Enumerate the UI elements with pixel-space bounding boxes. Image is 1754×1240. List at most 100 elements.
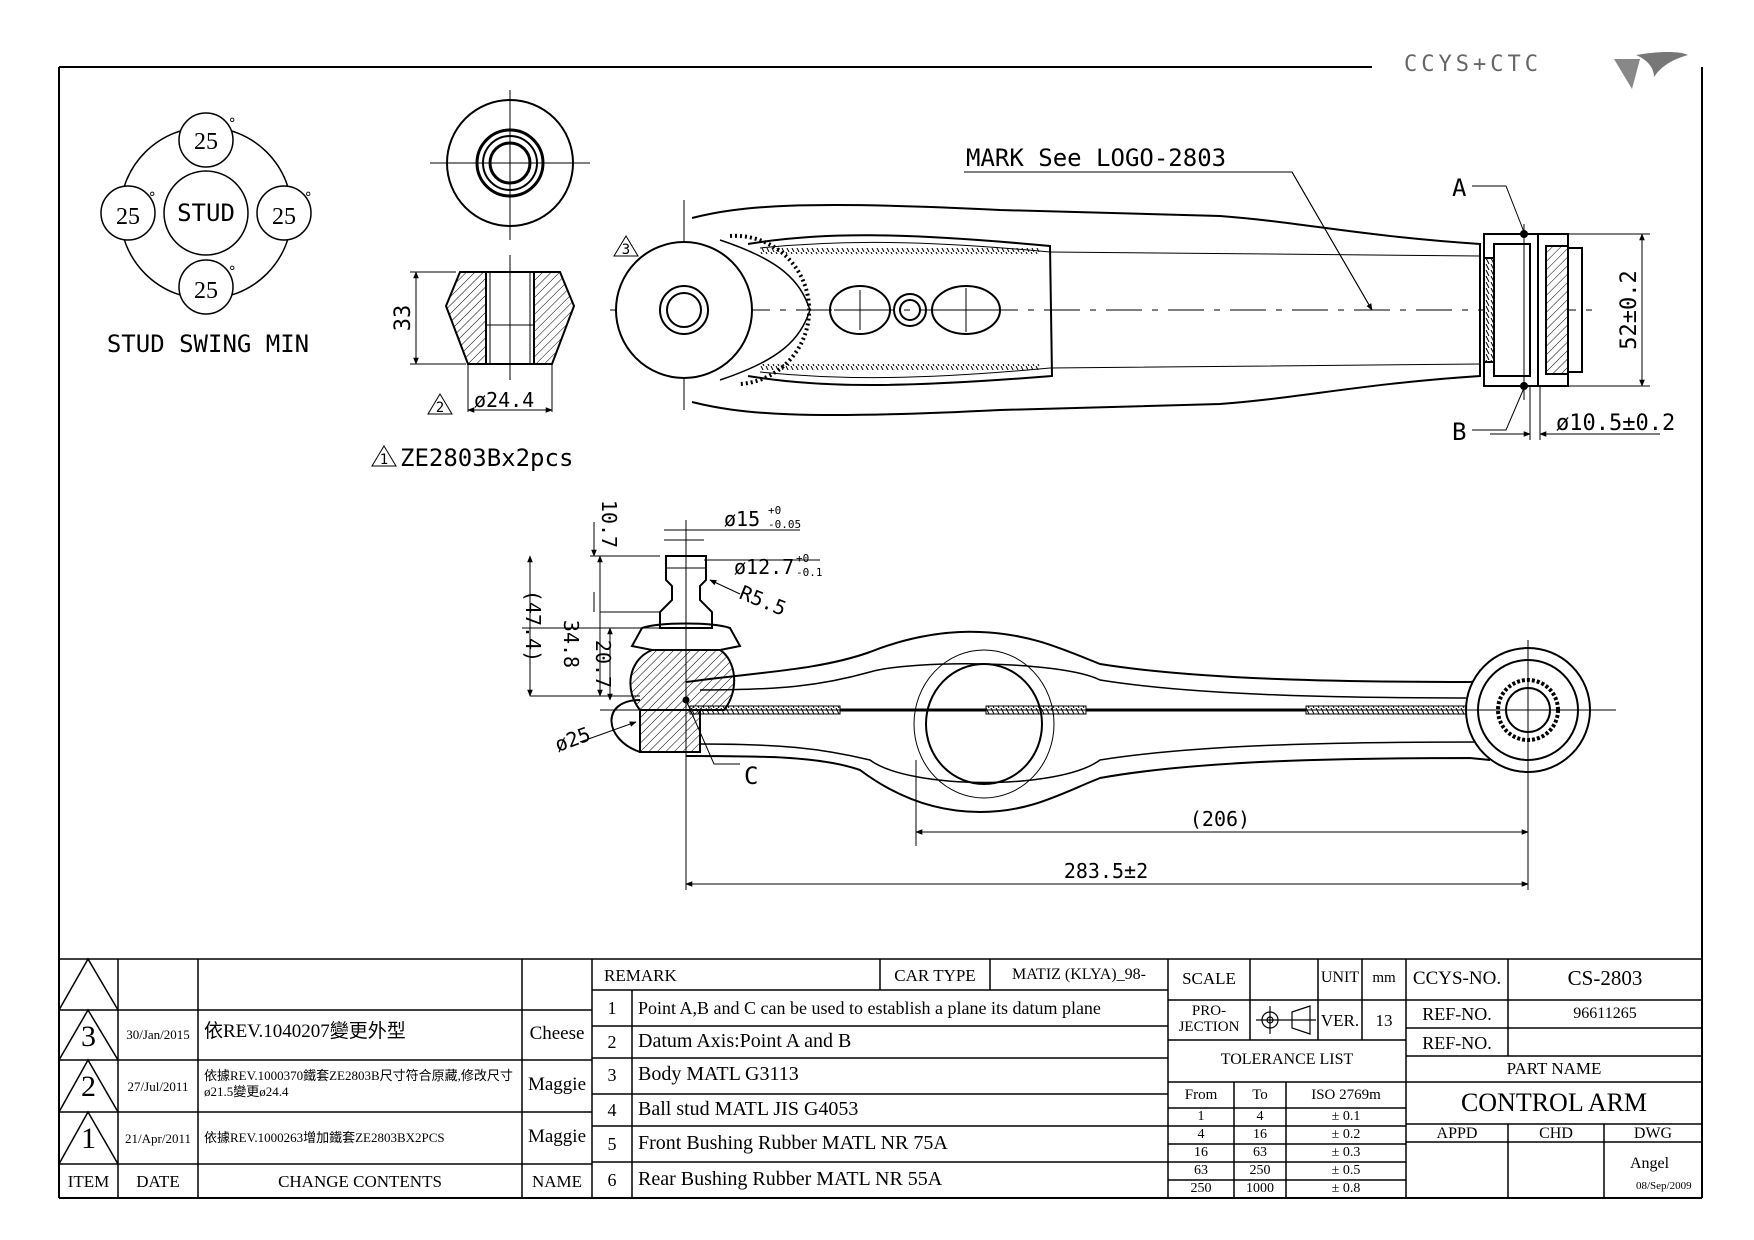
part-name-label: PART NAME [1506,1059,1602,1078]
scale-label: SCALE [1182,969,1236,988]
hole-dimension: ø10.5±0.2 [1556,411,1675,436]
sheet-frame [58,66,1703,1199]
stud-swing-caption: STUD SWING MIN [107,330,309,358]
title-block-grid [58,957,1702,1198]
degree-symbol: ° [228,264,236,280]
chd-label: CHD [1539,1125,1573,1142]
dim-47-4: (47.4) [521,590,545,662]
dim-25: ø25 [552,722,594,757]
tol-value: ± 0.8 [1331,1181,1361,1196]
tol-to: 1000 [1246,1181,1274,1196]
dim-r5-5: R5.5 [736,580,790,620]
rev-name-3: Cheese [529,1023,585,1044]
dim-15: ø15 [724,507,760,531]
projection-label: JECTION [1178,1019,1240,1035]
remark-label: REMARK [604,966,677,985]
rev-date-1: 21/Apr/2011 [125,1131,191,1146]
rev-header-item: ITEM [67,1172,110,1191]
tol-value: ± 0.2 [1331,1127,1361,1142]
tol-header-to: To [1252,1087,1268,1103]
rev-contents-3: 依REV.1040207變更外型 [204,1021,406,1042]
remark-text: Ball stud MATL JIS G4053 [638,1098,859,1120]
dim-283-5: 283.5±2 [1064,859,1148,883]
rev-item-2: 2 [81,1070,96,1103]
remark-no: 6 [607,1170,617,1190]
dim-10-7: 10.7 [597,500,621,548]
point-a-label: A [1452,174,1467,202]
stud-angle-top: 25 [194,129,218,155]
bushing-note-rev-mark: 1 [380,452,388,468]
tol-to: 63 [1253,1145,1267,1160]
tol-from: 16 [1194,1145,1208,1160]
point-b-label: B [1452,418,1466,446]
dim-34-8: 34.8 [559,620,583,668]
part-name: CONTROL ARM [1460,1088,1648,1117]
ver-label: VER. [1320,1011,1360,1030]
bushing-diameter-dim: ø24.4 [474,388,534,412]
degree-symbol: ° [304,190,312,206]
company-logo-text: CCYS+CTC [1404,52,1542,77]
rev-item-3: 3 [81,1020,96,1053]
remark-no: 4 [607,1100,617,1120]
bushing-rev-mark: 2 [436,400,444,416]
unit-label: UNIT [1320,969,1360,986]
dim-15-tol-upper: +0 [768,504,781,517]
remark-no: 1 [607,998,617,1018]
rev-name-2: Maggie [527,1074,587,1095]
rev-item-1: 1 [81,1122,96,1155]
rev-date-2: 27/Jul/2011 [127,1079,189,1094]
ref-no-label: REF-NO. [1422,1033,1492,1053]
tol-from: 250 [1190,1181,1212,1196]
rev-header-contents: CHANGE CONTENTS [278,1172,442,1191]
stud-angle-bottom: 25 [194,278,218,304]
dim-20-7: 20.7 [591,640,615,688]
stud-angle-right: 25 [272,204,296,230]
rev-contents-1: 依據REV.1000263增加鐵套ZE2803BX2PCS [204,1130,445,1145]
tol-header-iso: ISO 2769m [1311,1087,1381,1103]
rev-header-name: NAME [531,1172,583,1191]
bushing-height-dim: 33 [391,305,416,332]
degree-symbol: ° [148,190,156,206]
dim-12-7: ø12.7 [734,555,794,579]
bushing-dimensions [371,271,553,467]
appd-label: APPD [1436,1125,1478,1142]
projection-label: PRO- [1191,1003,1227,1019]
rev-contents-2: 依據REV.1000370鐵套ZE2803B尺寸符合原藏,修改尺寸ø21.5變更… [204,1068,513,1100]
dim-12-7-tol-upper: +0 [796,552,809,565]
remark-text: Body MATL G3113 [638,1063,799,1085]
top-view-annotations [613,171,1660,440]
logo-mark-note: MARK See LOGO-2803 [966,144,1226,172]
bushing-note: ZE2803Bx2pcs [400,444,573,472]
side-view-dimensions [522,522,1529,890]
height-dimension: 52±0.2 [1617,270,1642,349]
ccys-no-label: CCYS-NO. [1412,968,1502,989]
company-logo-icon [1614,52,1688,89]
dim-15-tol-lower: -0.05 [768,518,801,531]
tol-to: 250 [1249,1163,1271,1178]
remark-text: Front Bushing Rubber MATL NR 75A [638,1132,948,1154]
stud-center-label: STUD [177,199,235,227]
stud-swing-diagram [100,112,312,315]
stud-angle-left: 25 [116,204,140,230]
ref-no-label: REF-NO. [1422,1004,1492,1024]
dwg-name: Angel [1630,1155,1670,1172]
bushing-section-view [444,255,576,380]
car-type-value: MATIZ (KLYA)_98- [1012,966,1146,983]
tol-to: 4 [1256,1109,1264,1124]
dim-12-7-tol-lower: -0.1 [796,566,823,579]
dwg-date: 08/Sep/2009 [1636,1180,1692,1192]
tol-header-from: From [1184,1087,1218,1103]
projection-symbol [1256,1005,1316,1035]
ver-value: 13 [1375,1011,1393,1030]
rev-header-date: DATE [136,1172,180,1191]
ccys-no-value: CS-2803 [1567,966,1643,990]
tol-to: 16 [1253,1127,1267,1142]
rev-date-3: 30/Jan/2015 [126,1027,190,1042]
remark-text: Point A,B and C can be used to establish… [638,998,1101,1018]
tolerance-title: TOLERANCE LIST [1220,1051,1354,1068]
rev-name-1: Maggie [527,1126,587,1147]
top-view-rev-mark: 3 [622,242,630,258]
dwg-label: DWG [1633,1125,1673,1142]
tol-from: 1 [1197,1109,1205,1124]
